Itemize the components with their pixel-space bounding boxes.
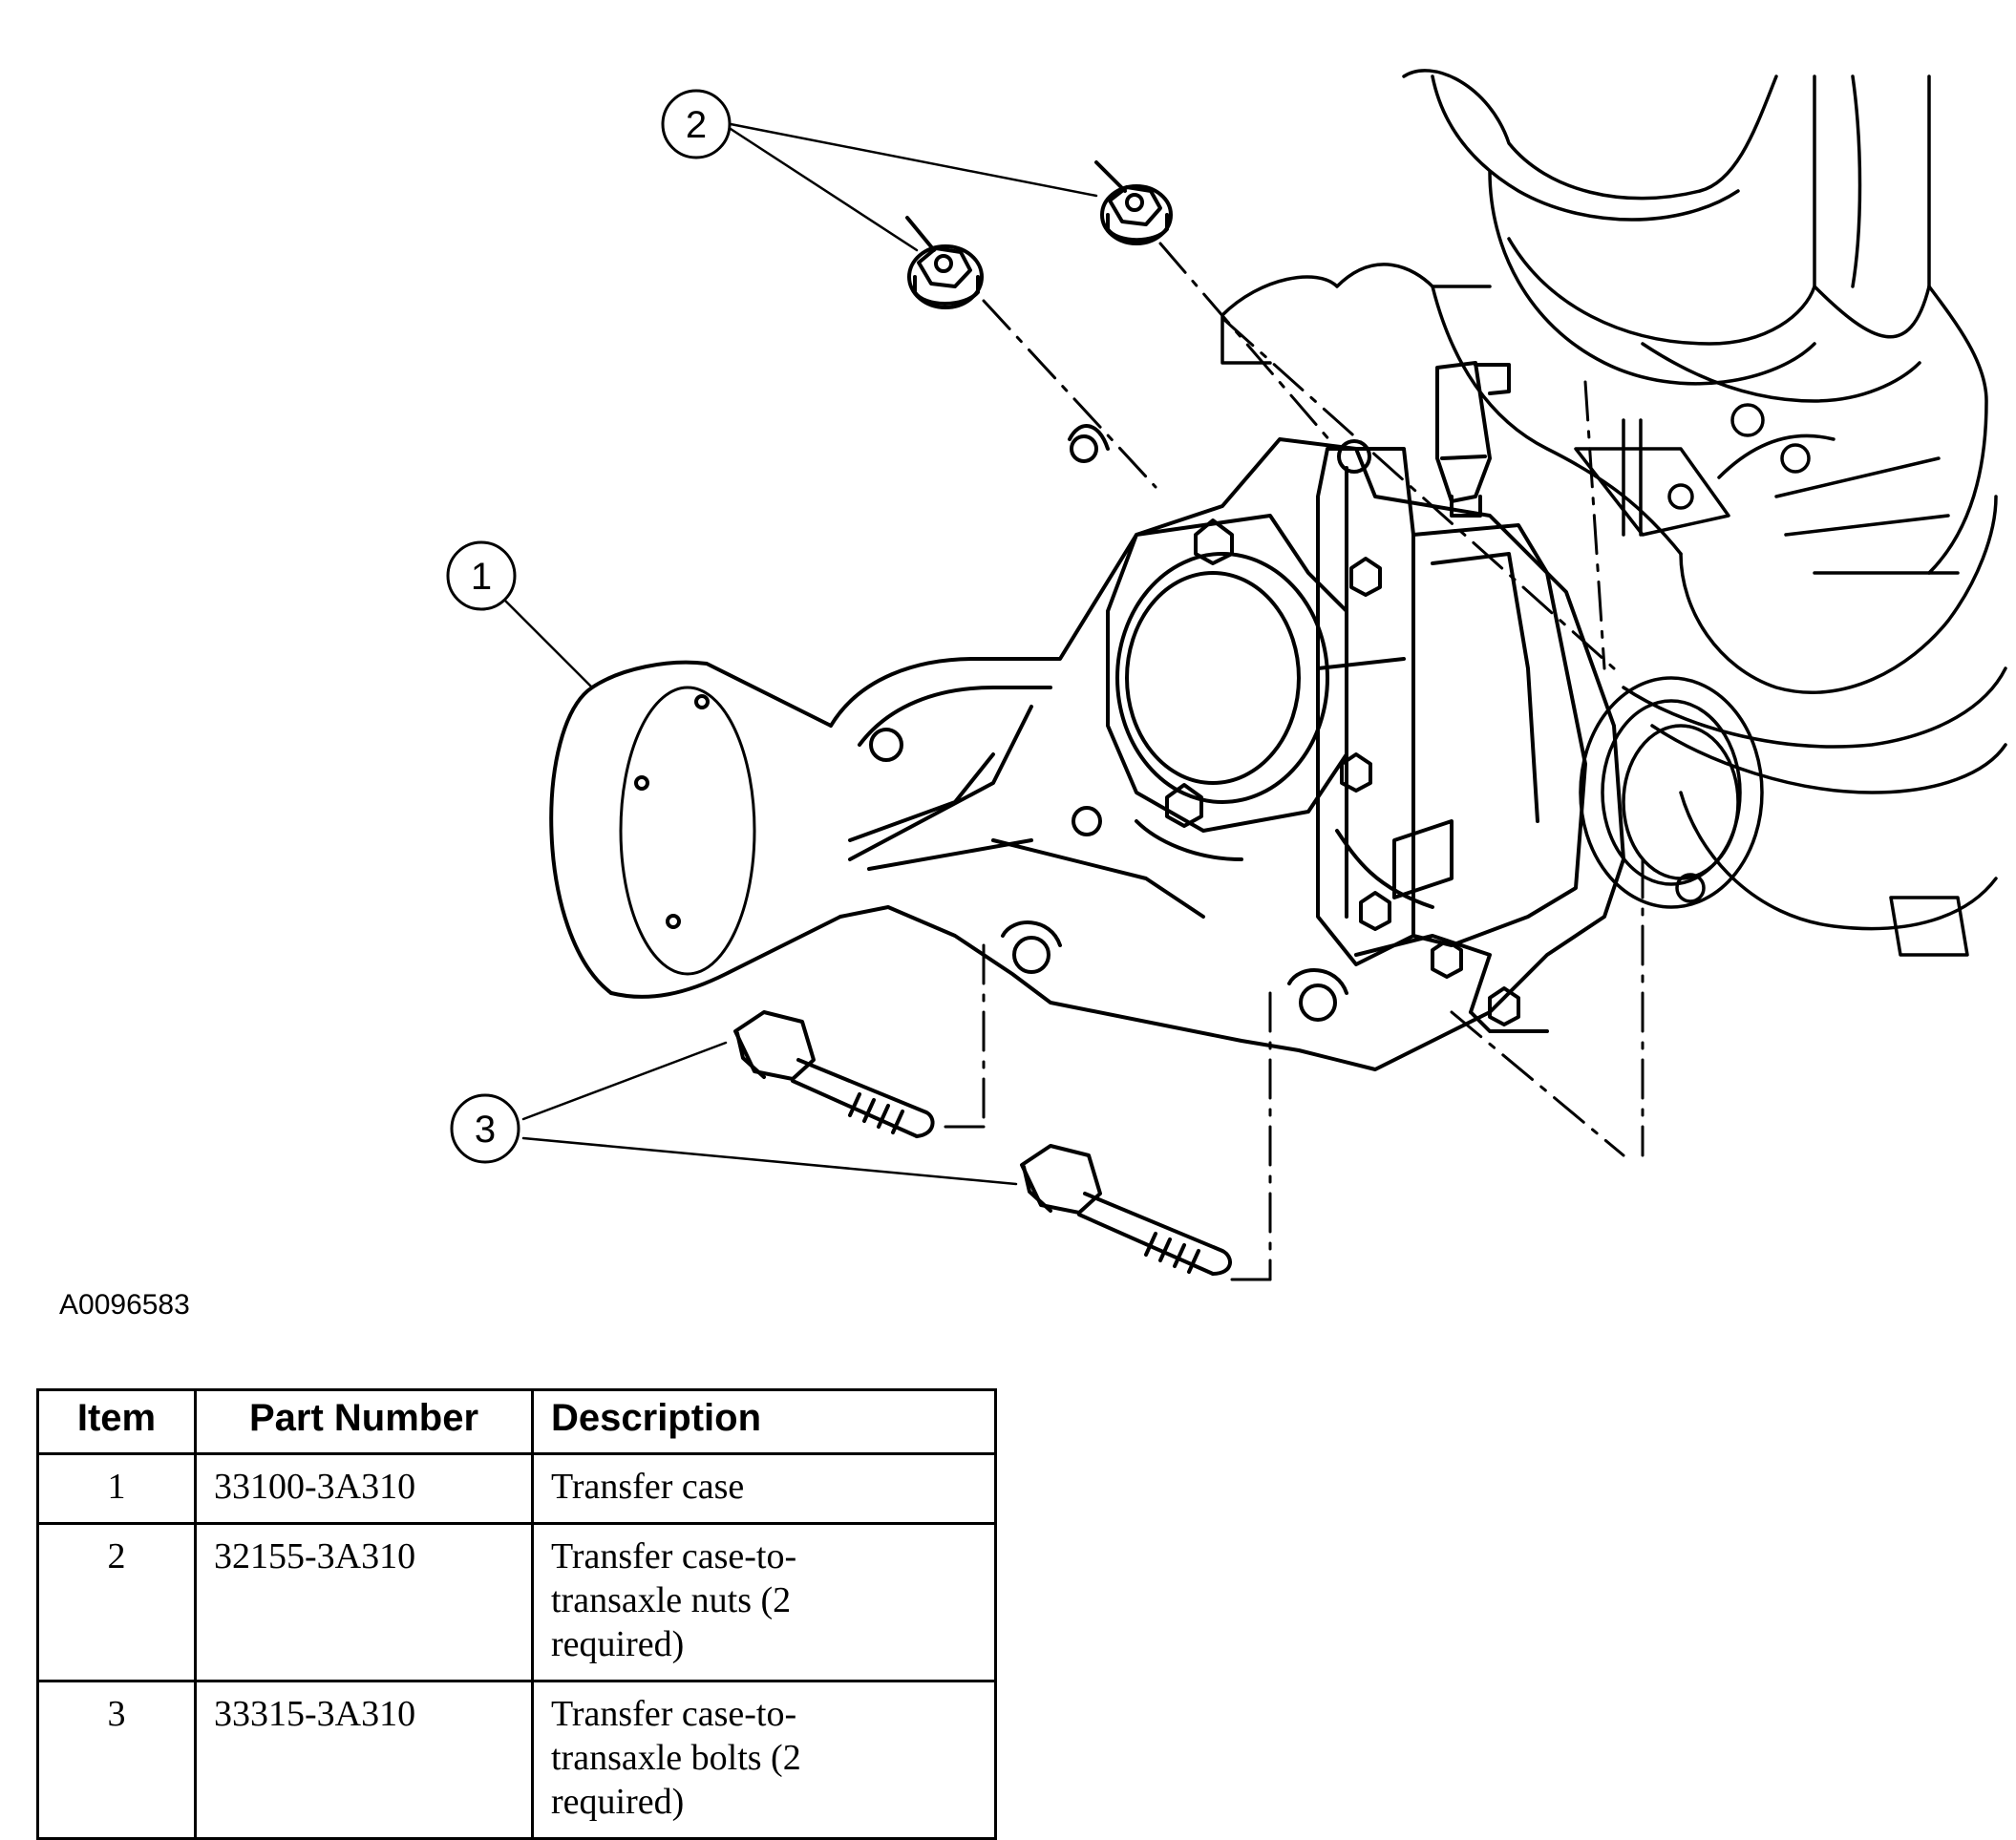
bolt-upper [733, 1010, 935, 1138]
callout-2-label: 2 [686, 104, 707, 146]
table-header-row: Item Part Number Description [36, 1388, 997, 1455]
cell-item: 1 [36, 1452, 197, 1525]
transaxle-housing [1220, 69, 2007, 957]
header-part-number: Part Number [194, 1388, 534, 1455]
table-row: 3 33315-3A310 Transfer case-to-transaxle… [36, 1680, 997, 1840]
table-row: 2 32155-3A310 Transfer case-to-transaxle… [36, 1522, 997, 1682]
callout-3: 3 [450, 1093, 520, 1164]
table-row: 1 33100-3A310 Transfer case [36, 1452, 997, 1525]
cell-description: Transfer case-to-transaxle nuts (2 requi… [531, 1522, 997, 1682]
leader-lines [501, 122, 1098, 1186]
callout-3-label: 3 [475, 1109, 496, 1151]
cell-part-number: 33315-3A310 [194, 1680, 534, 1840]
transfer-case-nuts [905, 160, 1173, 309]
bolt-lower [1020, 1144, 1232, 1276]
header-item: Item [36, 1388, 197, 1455]
cell-item: 3 [36, 1680, 197, 1840]
alignment-lines [944, 242, 1645, 1281]
figure-id: A0096583 [59, 1289, 190, 1321]
callout-1: 1 [446, 540, 517, 611]
transfer-case-bolts [733, 1010, 1232, 1276]
cell-part-number: 33100-3A310 [194, 1452, 534, 1525]
cell-item: 2 [36, 1522, 197, 1682]
parts-table: Item Part Number Description 1 33100-3A3… [36, 1388, 997, 1840]
transfer-case [549, 361, 1625, 1071]
nut-lower [905, 216, 984, 309]
cell-description: Transfer case-to-transaxle bolts (2 requ… [531, 1680, 997, 1840]
cell-part-number: 32155-3A310 [194, 1522, 534, 1682]
cell-description: Transfer case [531, 1452, 997, 1525]
header-description: Description [531, 1388, 997, 1455]
exploded-view-drawing: 2 1 3 [446, 69, 2007, 1281]
callout-2: 2 [661, 89, 732, 159]
nut-upper [1094, 160, 1173, 245]
callout-1-label: 1 [471, 556, 492, 598]
